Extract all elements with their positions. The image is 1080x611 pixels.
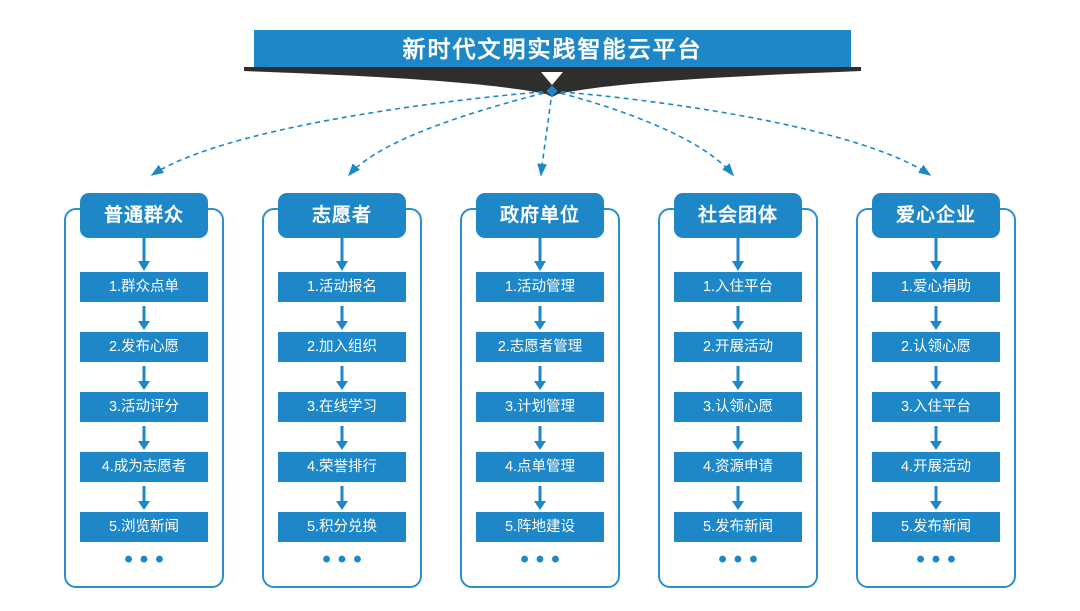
ellipsis-dots: ••• [916, 546, 963, 573]
step-box: 5.积分兑换 [278, 512, 406, 542]
column-header: 志愿者 [278, 193, 406, 238]
role-columns: 普通群众 1.群众点单 2.发布心愿 3.活动评分 4.成为志愿者 5.浏览新闻… [64, 190, 1016, 588]
step-box: 2.加入组织 [278, 332, 406, 362]
step-box: 5.浏览新闻 [80, 512, 208, 542]
connector-to-col5 [551, 90, 932, 176]
step-box: 3.认领心愿 [674, 392, 802, 422]
step-box: 5.阵地建设 [476, 512, 604, 542]
down-arrow-icon [138, 486, 150, 510]
step-box: 3.活动评分 [80, 392, 208, 422]
step-box: 4.点单管理 [476, 452, 604, 482]
step-box: 1.活动报名 [278, 272, 406, 302]
page-title: 新时代文明实践智能云平台 [254, 30, 851, 68]
down-arrow-icon [534, 366, 546, 390]
down-arrow-icon [336, 366, 348, 390]
column-aixin-qiye: 爱心企业 1.爱心捐助 2.认领心愿 3.入住平台 4.开展活动 5.发布新闻 … [856, 190, 1016, 588]
connector-to-col1 [150, 90, 553, 176]
down-arrow-icon [930, 426, 942, 450]
step-box: 5.发布新闻 [674, 512, 802, 542]
connector-to-col2 [347, 90, 553, 177]
column-header: 政府单位 [476, 193, 604, 238]
ellipsis-dots: ••• [124, 546, 171, 573]
column-header: 普通群众 [80, 193, 208, 238]
step-box: 3.计划管理 [476, 392, 604, 422]
column-zhengfu-danwei: 政府单位 1.活动管理 2.志愿者管理 3.计划管理 4.点单管理 5.阵地建设… [460, 190, 620, 588]
column-header: 爱心企业 [872, 193, 1000, 238]
down-arrow-icon [732, 486, 744, 510]
down-arrow-icon [138, 366, 150, 390]
step-box: 4.成为志愿者 [80, 452, 208, 482]
step-box: 4.资源申请 [674, 452, 802, 482]
down-arrow-icon [930, 366, 942, 390]
ellipsis-dots: ••• [520, 546, 567, 573]
connector-to-col4 [551, 90, 735, 177]
column-zhiyuanzhe: 志愿者 1.活动报名 2.加入组织 3.在线学习 4.荣誉排行 5.积分兑换 •… [262, 190, 422, 588]
step-box: 4.荣誉排行 [278, 452, 406, 482]
hub-point [546, 85, 558, 97]
step-box: 2.认领心愿 [872, 332, 1000, 362]
step-box: 3.在线学习 [278, 392, 406, 422]
down-arrow-icon [336, 306, 348, 330]
down-arrow-icon [336, 426, 348, 450]
down-arrow-icon [534, 426, 546, 450]
step-box: 2.志愿者管理 [476, 332, 604, 362]
down-arrow-icon [138, 238, 150, 271]
step-box: 2.发布心愿 [80, 332, 208, 362]
connector-lines [150, 85, 932, 177]
banner-ribbon [244, 67, 861, 97]
connector-to-col3 [537, 90, 553, 177]
down-arrow-icon [732, 366, 744, 390]
down-arrow-icon [534, 486, 546, 510]
down-arrow-icon [138, 426, 150, 450]
column-shehui-tuanti: 社会团体 1.入住平台 2.开展活动 3.认领心愿 4.资源申请 5.发布新闻 … [658, 190, 818, 588]
ellipsis-dots: ••• [322, 546, 369, 573]
down-arrow-icon [732, 238, 744, 271]
ellipsis-dots: ••• [718, 546, 765, 573]
step-box: 1.入住平台 [674, 272, 802, 302]
down-arrow-icon [138, 306, 150, 330]
down-arrow-icon [732, 426, 744, 450]
down-arrow-icon [534, 238, 546, 271]
step-box: 4.开展活动 [872, 452, 1000, 482]
step-box: 2.开展活动 [674, 332, 802, 362]
down-arrow-icon [336, 486, 348, 510]
step-box: 1.活动管理 [476, 272, 604, 302]
down-arrow-icon [930, 238, 942, 271]
column-header: 社会团体 [674, 193, 802, 238]
down-arrow-icon [534, 306, 546, 330]
column-putong-qunzhong: 普通群众 1.群众点单 2.发布心愿 3.活动评分 4.成为志愿者 5.浏览新闻… [64, 190, 224, 588]
down-arrow-icon [930, 306, 942, 330]
step-box: 3.入住平台 [872, 392, 1000, 422]
step-box: 1.爱心捐助 [872, 272, 1000, 302]
step-box: 5.发布新闻 [872, 512, 1000, 542]
down-arrow-icon [336, 238, 348, 271]
down-arrow-icon [541, 72, 563, 85]
down-arrow-icon [930, 486, 942, 510]
step-box: 1.群众点单 [80, 272, 208, 302]
down-arrow-icon [732, 306, 744, 330]
